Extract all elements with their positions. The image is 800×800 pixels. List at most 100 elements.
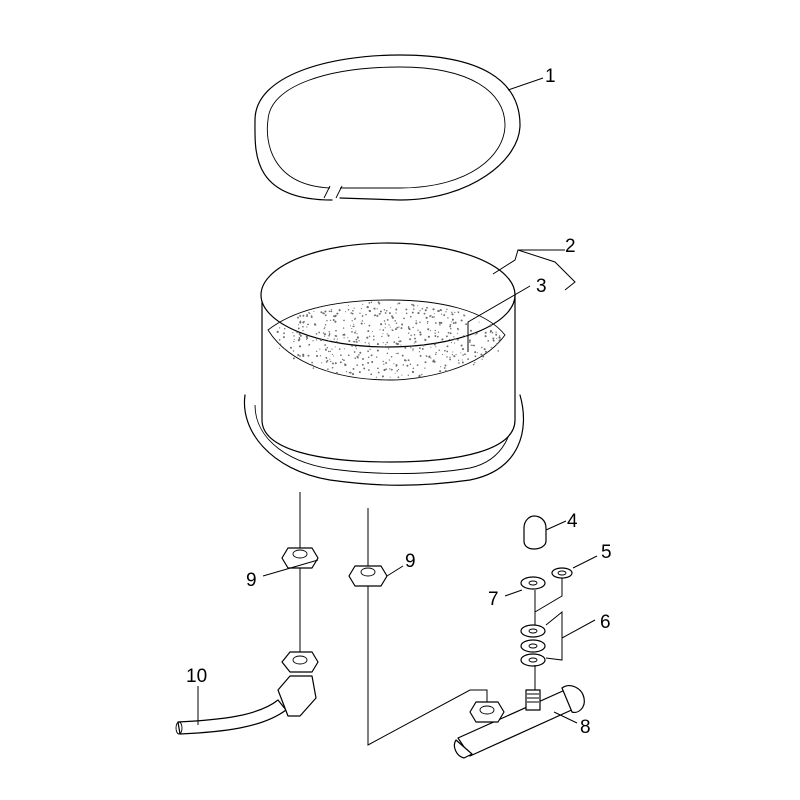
media-speck: [447, 317, 449, 319]
media-speck: [367, 330, 370, 333]
media-speck: [408, 328, 411, 331]
tee-fitting-part-8: [453, 685, 585, 759]
media-speck: [382, 342, 384, 344]
media-speck: [388, 324, 390, 326]
media-speck: [415, 322, 418, 325]
media-speck: [449, 356, 451, 358]
media-speck: [457, 359, 460, 361]
media-speck: [298, 332, 301, 336]
media-speck: [302, 325, 304, 328]
media-speck: [410, 347, 412, 349]
media-speck: [361, 320, 363, 322]
media-speck: [315, 333, 318, 335]
media-speck: [490, 346, 492, 348]
media-speck: [452, 322, 455, 325]
media-speck: [307, 323, 309, 326]
media-speck: [390, 307, 392, 309]
media-speck: [414, 337, 416, 340]
media-speck: [457, 329, 459, 331]
media-speck: [419, 331, 422, 334]
media-speck: [464, 353, 466, 356]
media-speck: [407, 374, 409, 376]
media-speck: [393, 341, 396, 343]
media-speck: [340, 354, 342, 357]
media-speck: [407, 326, 410, 328]
media-speck: [324, 348, 327, 351]
media-speck: [383, 320, 386, 322]
media-speck: [373, 338, 375, 341]
media-speck: [353, 307, 355, 309]
media-speck: [311, 364, 313, 366]
media-speck: [334, 346, 336, 348]
media-speck: [435, 346, 437, 348]
media-speck: [290, 346, 292, 349]
media-speck: [433, 316, 435, 318]
media-speck: [424, 367, 426, 369]
media-speck: [328, 333, 331, 336]
media-speck: [372, 331, 373, 332]
media-speck: [411, 303, 413, 306]
media-speck: [282, 336, 285, 339]
media-speck: [309, 312, 311, 315]
media-speck: [416, 364, 419, 366]
callout-6: 6: [600, 612, 611, 633]
media-speck: [403, 359, 406, 362]
media-speck: [335, 329, 337, 332]
hose-part-10: [175, 651, 319, 735]
media-speck: [354, 357, 356, 359]
media-speck: [367, 350, 369, 353]
media-speck: [305, 335, 308, 338]
media-speck: [306, 326, 308, 328]
media-speck: [356, 333, 358, 335]
media-speck: [348, 371, 351, 374]
media-speck: [347, 308, 350, 311]
media-speck: [419, 347, 421, 349]
media-speck: [324, 344, 326, 346]
media-speck: [450, 327, 452, 330]
callout-9-left: 9: [246, 570, 257, 591]
media-speck: [498, 339, 501, 342]
media-speck: [361, 315, 364, 317]
media-speck: [331, 366, 334, 369]
media-speck: [426, 322, 429, 324]
media-speck: [391, 316, 394, 319]
media-speck: [449, 325, 452, 328]
callout-5: 5: [601, 542, 612, 563]
media-speck: [424, 361, 427, 364]
media-speck: [352, 309, 354, 312]
media-speck: [368, 369, 370, 371]
media-speck: [366, 336, 369, 339]
media-speck: [417, 329, 419, 331]
media-speck: [368, 342, 370, 344]
media-speck: [451, 318, 454, 321]
media-speck: [434, 353, 437, 356]
media-speck: [432, 360, 435, 363]
media-speck: [326, 347, 329, 349]
media-speck: [419, 354, 422, 357]
media-speck: [332, 319, 335, 321]
media-speck: [441, 353, 443, 356]
media-speck: [469, 339, 471, 342]
media-speck: [460, 344, 463, 347]
media-speck: [331, 353, 333, 356]
media-speck: [486, 352, 488, 354]
media-speck: [428, 355, 431, 358]
media-speck: [449, 332, 452, 335]
media-speck: [328, 331, 330, 333]
media-speck: [319, 355, 322, 357]
media-speck: [323, 333, 327, 336]
media-speck: [328, 310, 331, 312]
media-speck: [412, 367, 415, 370]
media-speck: [385, 361, 388, 364]
media-speck: [308, 344, 310, 346]
callout-7: 7: [488, 589, 499, 610]
media-speck: [395, 352, 397, 354]
media-speck: [383, 363, 385, 365]
media-speck: [394, 328, 397, 331]
media-speck: [425, 355, 428, 357]
media-speck: [412, 326, 414, 329]
media-speck: [299, 321, 302, 324]
media-speck: [464, 315, 466, 317]
media-speck: [352, 367, 355, 370]
media-speck: [441, 338, 444, 341]
